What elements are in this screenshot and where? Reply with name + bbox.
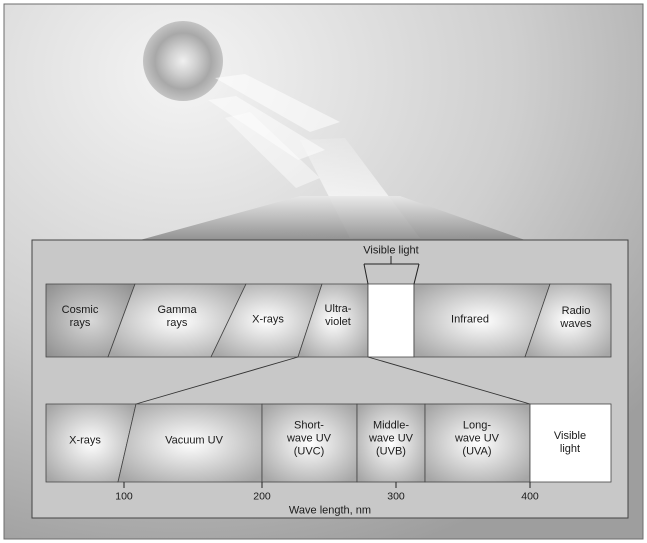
axis-tick-300: 300 <box>387 490 405 503</box>
bottom-label-vacuum-uv: Vacuum UV <box>165 434 223 447</box>
sub-band-visible-light <box>529 403 612 483</box>
top-label-gamma-rays: Gamma rays <box>157 304 197 329</box>
axis-tick-100: 100 <box>115 490 133 503</box>
light-cone <box>140 196 525 240</box>
top-label-infrared: Infrared <box>451 313 489 326</box>
bottom-label-x-rays: X-rays <box>69 434 101 447</box>
bottom-label-uvc: Short- wave UV (UVC) <box>286 419 332 458</box>
bottom-label-visible-light: Visible light <box>553 430 587 455</box>
top-label-x-rays: X-rays <box>252 313 284 326</box>
axis-tick-400: 400 <box>521 490 539 503</box>
top-label-ultraviolet: Ultra- violet <box>324 303 352 328</box>
sun-icon <box>143 21 223 101</box>
visible-light-header-label: Visible light <box>363 244 419 257</box>
top-label-radio-waves: Radio waves <box>560 305 592 330</box>
band-radio-waves <box>524 283 612 358</box>
axis-tick-200: 200 <box>253 490 271 503</box>
axis-title: Wave length, nm <box>288 504 372 517</box>
sub-band-uva <box>424 403 531 483</box>
bottom-label-uva: Long- wave UV (UVA) <box>454 419 500 458</box>
visible-light-bracket <box>363 256 420 285</box>
expansion-lines <box>135 356 531 405</box>
band-visible-light <box>367 283 415 358</box>
top-band <box>45 283 612 358</box>
sub-band-uvb <box>356 403 426 483</box>
top-label-cosmic-rays: Cosmic rays <box>61 304 99 329</box>
bottom-band <box>45 403 612 483</box>
sub-band-uvc <box>261 403 358 483</box>
bottom-label-uvb: Middle- wave UV (UVB) <box>368 419 414 458</box>
axis-ticks <box>123 482 531 488</box>
